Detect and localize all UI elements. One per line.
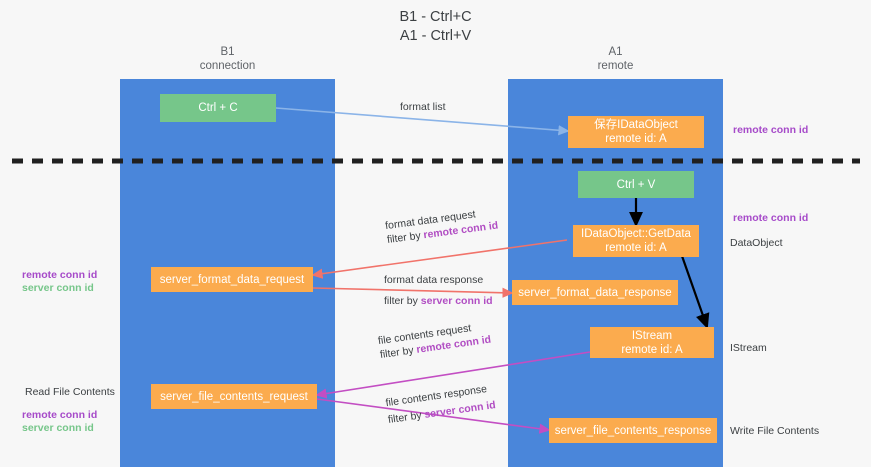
side-label-read-file-contents: Read File Contents: [25, 386, 115, 398]
lane-heading-a1: A1 remote: [597, 46, 634, 72]
edge-label-file-contents-request: file contents request filter by remote c…: [377, 319, 492, 362]
node-server-file-contents-request[interactable]: server_file_contents_request: [151, 384, 317, 409]
filter-key-server-conn-id: server conn id: [420, 295, 493, 307]
node-ctrl-c[interactable]: Ctrl + C: [160, 94, 276, 122]
side-label-left-remote-conn-id-bottom: remote conn id: [22, 409, 98, 421]
edge-label-format-data-response-filter: filter by server conn id: [384, 294, 493, 308]
diagram-title: B1 - Ctrl+C A1 - Ctrl+V: [399, 9, 472, 44]
node-istream[interactable]: IStream remote id: A: [590, 327, 714, 358]
node-ctrl-v[interactable]: Ctrl + V: [578, 171, 694, 198]
node-server-format-data-request[interactable]: server_format_data_request: [151, 267, 313, 292]
side-label-remote-conn-id-top: remote conn id: [733, 124, 809, 136]
side-label-left-remote-conn-id-mid: remote conn id: [22, 269, 98, 281]
edge-label-format-data-response: format data response filter by server co…: [384, 273, 493, 308]
node-server-file-contents-response[interactable]: server_file_contents_response: [549, 418, 717, 443]
side-label-dataobject: DataObject: [730, 237, 783, 249]
side-label-left-server-conn-id-bottom: server conn id: [22, 422, 94, 434]
filter-prefix: filter by: [386, 229, 425, 247]
side-label-left-server-conn-id-mid: server conn id: [22, 282, 94, 294]
edge-label-format-data-request: format data request filter by remote con…: [384, 205, 499, 247]
side-label-remote-conn-id-mid: remote conn id: [733, 212, 809, 224]
edge-label-file-contents-response: file contents response filter by server …: [385, 381, 497, 427]
side-label-istream: IStream: [730, 342, 767, 354]
filter-prefix: filter by: [387, 409, 426, 427]
lane-heading-b1: B1 connection: [199, 46, 256, 72]
filter-prefix: filter by: [384, 295, 421, 307]
node-idataobject-getdata[interactable]: IDataObject::GetData remote id: A: [573, 225, 699, 257]
edge-label-format-list-text: format list: [400, 101, 446, 113]
filter-prefix: filter by: [379, 344, 418, 362]
node-server-format-data-response[interactable]: server_format_data_response: [512, 280, 678, 305]
node-save-idataobject[interactable]: 保存IDataObject remote id: A: [568, 116, 704, 148]
side-label-write-file-contents: Write File Contents: [730, 425, 820, 437]
edge-label-format-data-response-text: format data response: [384, 274, 484, 286]
edge-label-format-list: format list: [400, 100, 446, 114]
